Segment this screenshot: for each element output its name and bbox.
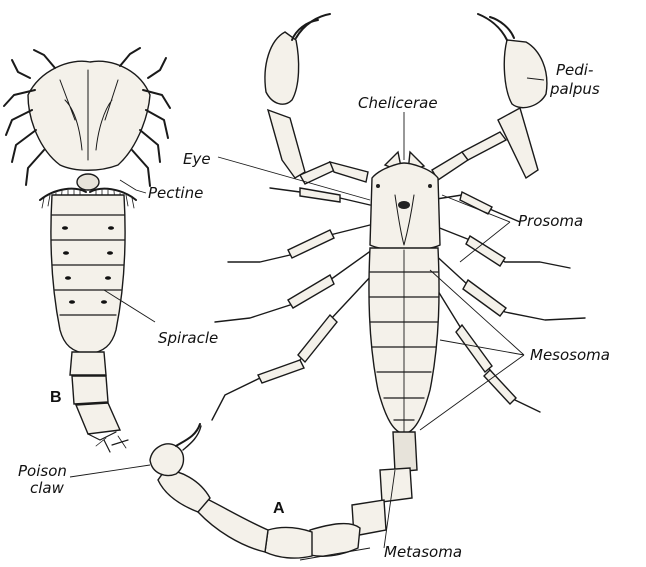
label-poison-claw-line1: Poison xyxy=(18,462,67,480)
label-pedipalpus-line2: palpus xyxy=(549,80,600,98)
label-mesosoma: Mesosoma xyxy=(530,346,610,364)
specimen-b-ventral xyxy=(4,48,170,452)
label-chelicerae: Chelicerae xyxy=(358,94,438,112)
label-pedipalpus-line1: Pedi- xyxy=(556,61,593,79)
panel-label-b: B xyxy=(50,389,62,406)
label-pectine: Pectine xyxy=(148,184,203,202)
panel-label-a: A xyxy=(273,500,285,517)
label-metasoma: Metasoma xyxy=(384,543,462,561)
label-spiracle: Spiracle xyxy=(158,329,218,347)
label-poison-claw-line2: claw xyxy=(30,479,65,497)
label-prosoma: Prosoma xyxy=(518,212,583,230)
label-eye: Eye xyxy=(183,150,211,168)
